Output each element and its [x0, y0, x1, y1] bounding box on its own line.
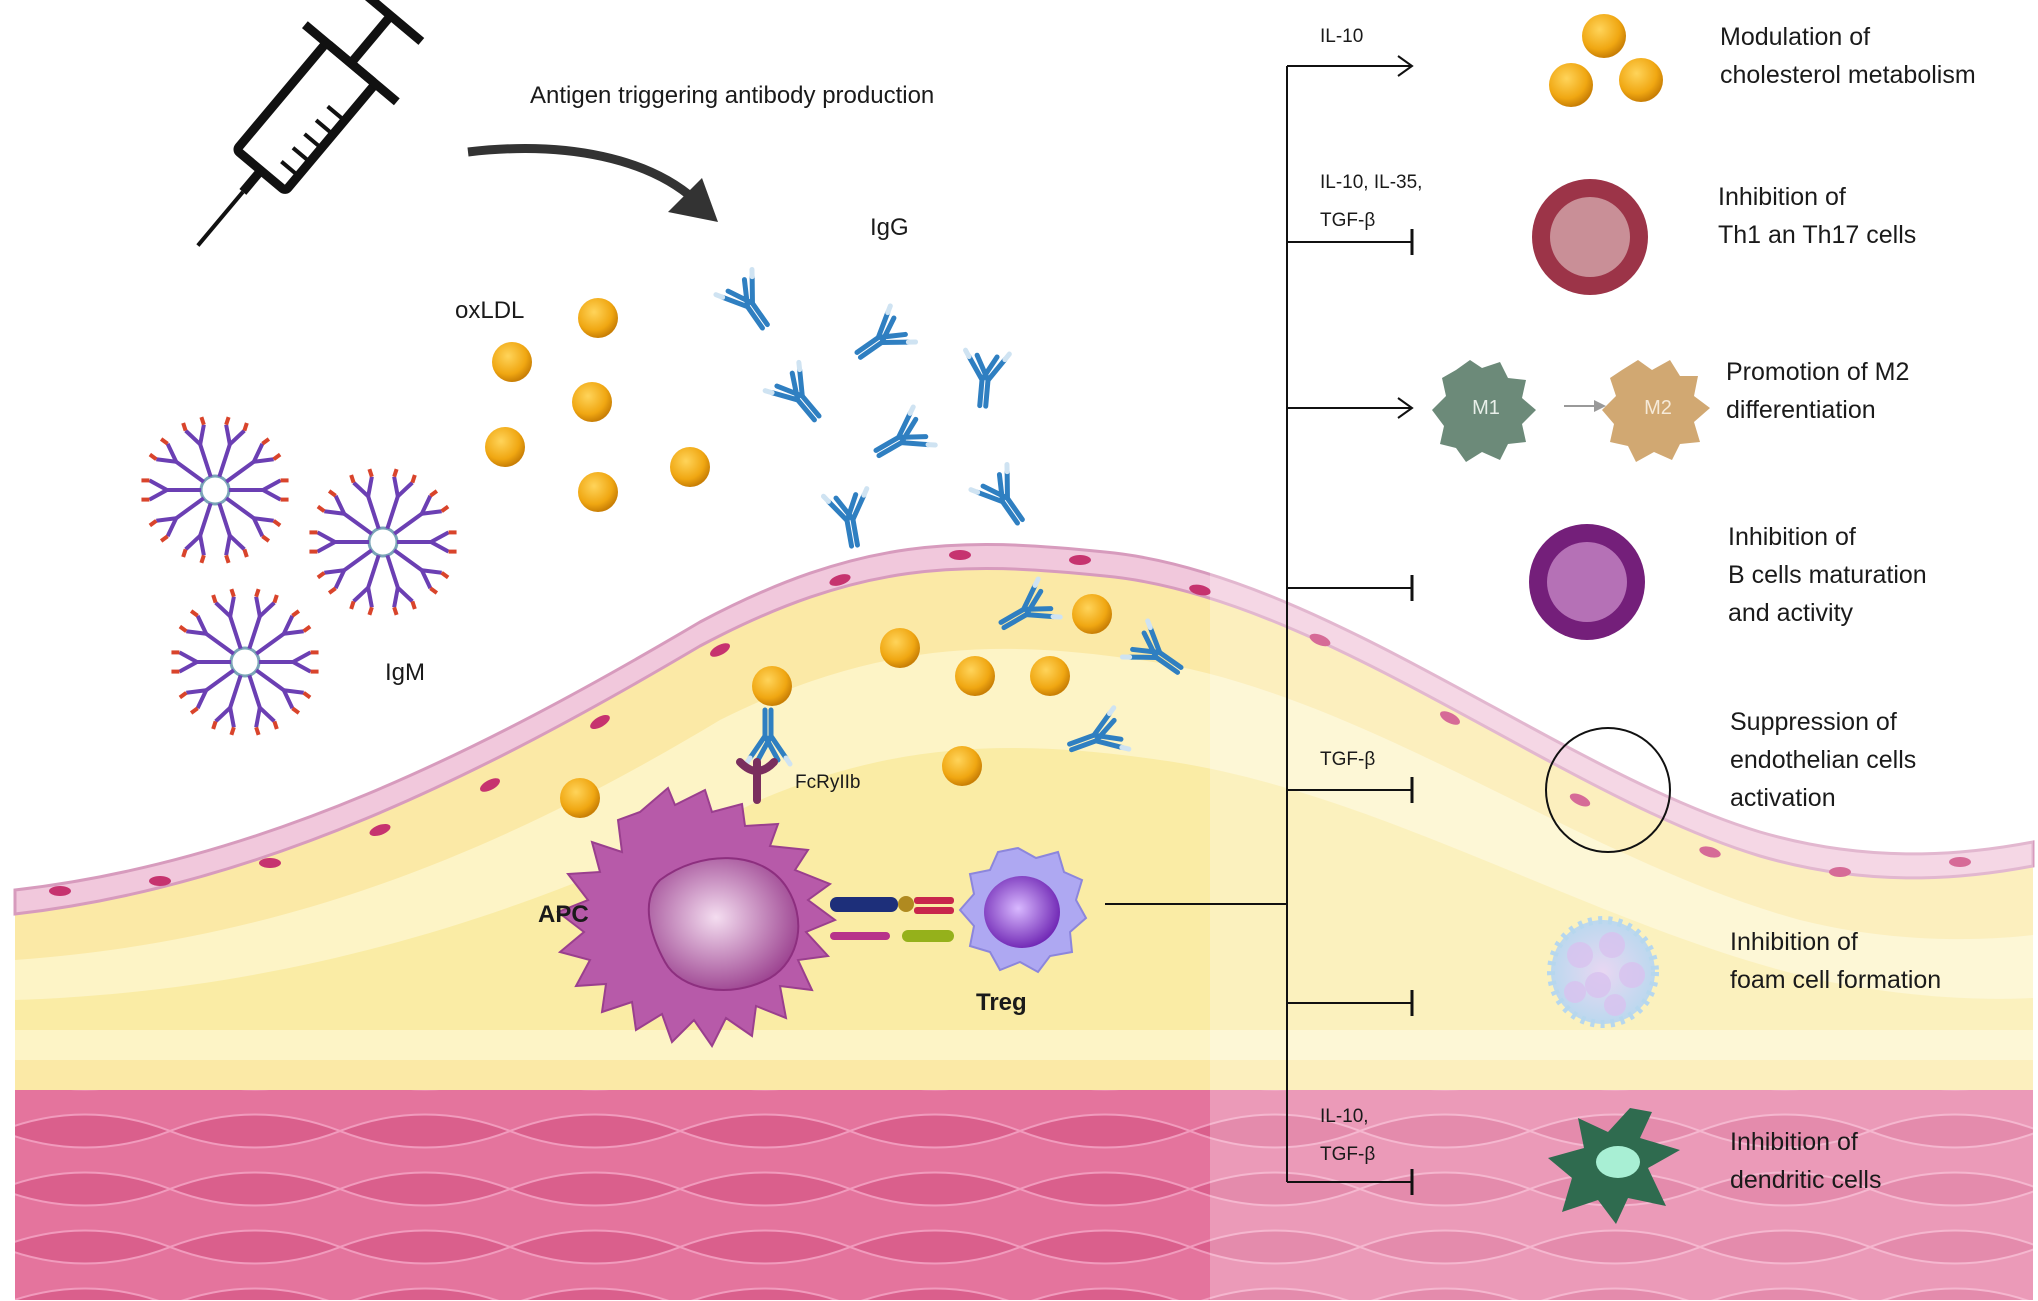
oxldl-particle — [492, 342, 532, 382]
th-cell-icon — [1532, 179, 1648, 295]
m1-label: M1 — [1472, 397, 1500, 419]
outcome-label: B cells maturation — [1728, 561, 1927, 589]
cytokine-label: TGF-β — [1320, 749, 1375, 770]
apc-label: APC — [538, 901, 589, 928]
oxldl-particle — [670, 447, 710, 487]
treg-cell — [958, 846, 1088, 974]
pathway-branch: IL-10, IL-35, TGF-β Inhibition of Th1 an Th… — [1287, 172, 1916, 255]
activation-arrowhead — [1397, 397, 1414, 419]
oxldl-particle — [1030, 656, 1070, 696]
oxldl-particle — [578, 298, 618, 338]
outcome-label: endothelian cells — [1730, 746, 1916, 774]
m1-m2-macrophage-icon: M1 M2 — [1432, 360, 1710, 462]
m2-macrophage — [1602, 360, 1710, 462]
igg-antibodies — [713, 266, 1184, 767]
igm-pentamer — [309, 468, 457, 616]
cholesterol-icon — [1549, 14, 1663, 107]
trigger-label: Antigen triggering antibody production — [530, 82, 934, 109]
oxldl-particle — [578, 472, 618, 512]
pathway-branches: IL-10 Modulation of cholesterol metabolism… — [1287, 23, 1976, 1195]
igg-antibody — [762, 359, 822, 423]
oxldl-label: oxLDL — [455, 297, 524, 324]
igm-pentamers — [141, 416, 457, 736]
treg-nucleus — [984, 876, 1060, 948]
igm-pentamer — [141, 416, 289, 564]
igg-antibody — [820, 486, 870, 549]
m1-macrophage — [1432, 360, 1536, 462]
endothelium — [13, 542, 2035, 916]
apc-nucleus — [647, 857, 800, 991]
endothelial-activation-circle — [1545, 727, 1671, 853]
outcome-label: Suppression of — [1730, 708, 1897, 736]
dendritic-cell-icon — [1548, 1108, 1680, 1224]
cytokine-label: IL-10, IL-35, — [1320, 172, 1422, 193]
foam-cell-icon — [1547, 916, 1659, 1028]
igg-antibody — [873, 404, 938, 459]
outcome-label: Inhibition of — [1730, 928, 1858, 956]
oxldl-particles — [485, 298, 1112, 818]
oxldl-particle — [942, 746, 982, 786]
trigger-arrow — [467, 144, 698, 204]
outcome-label: Inhibition of — [1718, 183, 1846, 211]
apc-cell — [555, 786, 838, 1048]
outcome-label: dendritic cells — [1730, 1166, 1881, 1194]
oxldl-particle — [955, 656, 995, 696]
m1-to-m2-arrowhead — [1594, 400, 1606, 412]
outcome-label: Promotion of M2 — [1726, 358, 1909, 386]
pathway-branch: Inhibition of foam cell formation — [1287, 928, 1941, 1016]
oxldl-particle — [1072, 594, 1112, 634]
smooth-muscle-layer — [15, 1090, 2033, 1300]
pathway-branch: Promotion of M2 differentiation — [1287, 358, 1909, 424]
pathway-branch: IL-10, TGF-β Inhibition of dendritic cells — [1287, 1106, 1881, 1195]
oxldl-particle — [880, 628, 920, 668]
outcome-label: differentiation — [1726, 396, 1876, 424]
outcome-label: Inhibition of — [1728, 523, 1856, 551]
pathway-branch: IL-10 Modulation of cholesterol metabolism — [1287, 23, 1976, 89]
outcome-label: Th1 an Th17 cells — [1718, 221, 1916, 249]
igg-antibody — [1119, 618, 1184, 675]
igg-antibody — [713, 266, 770, 331]
igg-antibody — [998, 576, 1063, 631]
b-cell-icon — [1529, 524, 1645, 640]
endothelial-cells — [49, 550, 1971, 896]
activation-arrowhead — [1397, 55, 1414, 77]
fc-receptor — [736, 758, 778, 804]
igg-antibody — [854, 303, 919, 360]
treg-label: Treg — [976, 989, 1027, 1016]
outcome-label: activation — [1730, 784, 1836, 812]
igg-antibody — [968, 461, 1025, 526]
igm-pentamer — [171, 588, 319, 736]
cytokine-label: TGF-β — [1320, 1144, 1375, 1165]
igg-antibody — [963, 347, 1012, 409]
igm-label: IgM — [385, 659, 425, 686]
outcome-label: Modulation of — [1720, 23, 1870, 51]
cytokine-label: IL-10, — [1320, 1106, 1369, 1127]
outcome-label: cholesterol metabolism — [1720, 61, 1976, 89]
oxldl-particle — [485, 427, 525, 467]
outcome-label: foam cell formation — [1730, 966, 1941, 994]
outcome-label: and activity — [1728, 599, 1854, 627]
fcr-label: FcRyIIb — [795, 772, 860, 793]
pathway-branch: Inhibition of B cells maturation and activ… — [1287, 523, 1927, 627]
trigger-arrowhead — [668, 178, 718, 222]
cytokine-label: IL-10 — [1320, 26, 1363, 47]
oxldl-particle — [572, 382, 612, 422]
syringe-icon — [196, 0, 425, 247]
oxldl-particle — [560, 778, 600, 818]
pathway-branch: TGF-β Suppression of endothelian cells acti… — [1287, 708, 1916, 812]
outcome-label: Inhibition of — [1730, 1128, 1858, 1156]
igg-label: IgG — [870, 214, 909, 241]
cytokine-label: TGF-β — [1320, 210, 1375, 231]
igg-antibody — [1067, 705, 1132, 753]
oxldl-particle — [752, 666, 792, 706]
apc-treg-synapse — [830, 896, 954, 942]
m2-label: M2 — [1644, 397, 1672, 419]
